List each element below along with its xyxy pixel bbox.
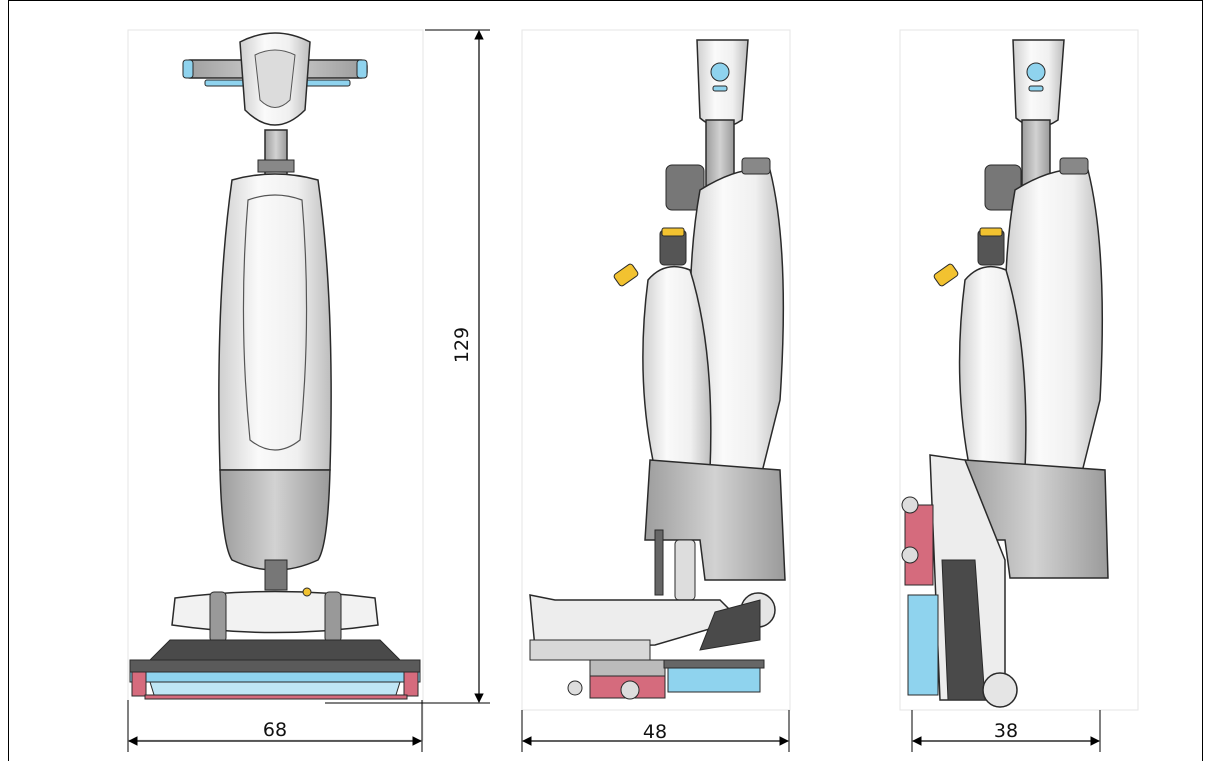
- folded-handle-head: [1012, 39, 1065, 128]
- front-base: [171, 590, 379, 634]
- front-width-label: 68: [263, 719, 287, 741]
- folded-brush: [907, 594, 939, 696]
- folded-view-machine: [901, 39, 1109, 708]
- folded-width-label: 38: [994, 720, 1018, 742]
- front-main-body: [218, 173, 332, 471]
- side-view-machine: [529, 39, 786, 700]
- height-dimension-label: 129: [451, 327, 473, 363]
- front-view-machine: [129, 32, 421, 700]
- side-brush: [667, 667, 761, 693]
- side-width-label: 48: [643, 721, 667, 743]
- front-lower-body: [219, 469, 331, 571]
- side-handle-head: [696, 39, 749, 128]
- folded-front-tank: [958, 265, 1027, 471]
- drawing-frame: [8, 0, 1203, 761]
- side-front-tank: [642, 265, 712, 471]
- side-lower-body: [644, 459, 786, 581]
